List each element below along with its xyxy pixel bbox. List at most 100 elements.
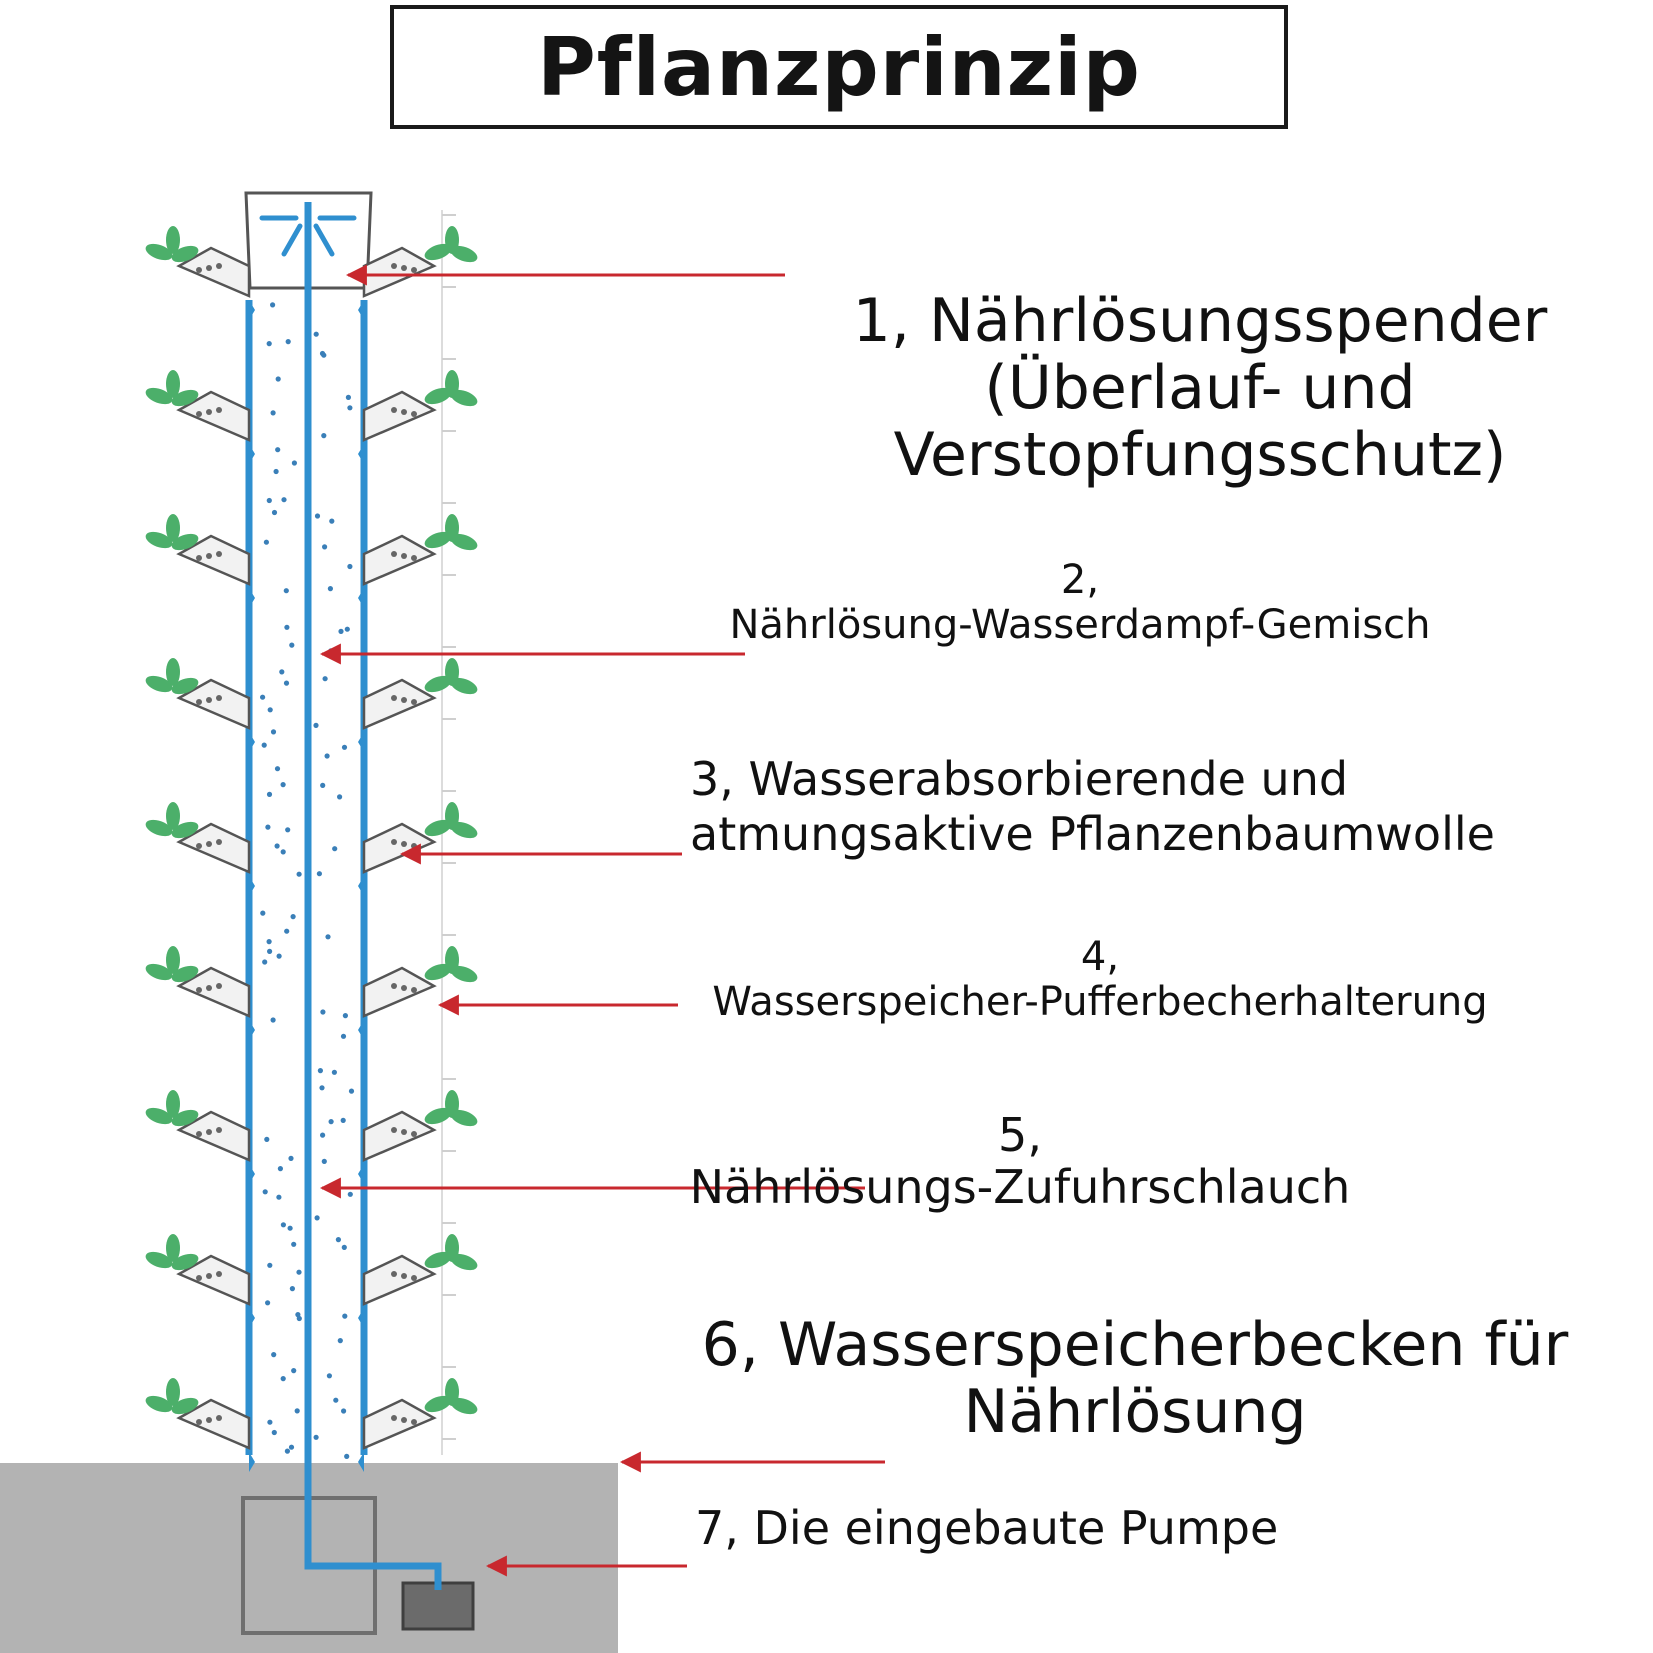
leaf	[450, 389, 478, 407]
plant-pod	[358, 1090, 478, 1184]
pod-cotton	[401, 841, 407, 847]
leaf	[424, 531, 452, 549]
drip-nozzle	[358, 444, 364, 464]
mist-dot	[271, 1429, 277, 1436]
plant-pod	[145, 1378, 255, 1472]
mist-dot	[322, 676, 328, 682]
drip-nozzle	[249, 1452, 255, 1472]
plant-pod	[145, 658, 255, 752]
mist-dot	[322, 544, 328, 550]
mist-dot	[262, 959, 268, 965]
leaf	[171, 1397, 199, 1415]
plant-pod	[358, 370, 478, 464]
mist-dot	[270, 1017, 276, 1023]
leaf	[145, 675, 173, 693]
pod-cotton	[391, 1271, 397, 1277]
pod-cotton	[391, 1127, 397, 1133]
pod-cotton	[411, 411, 417, 417]
mist-dot	[316, 871, 322, 877]
mist-dot	[289, 642, 295, 648]
pod-cotton	[391, 551, 397, 557]
mist-dot	[280, 1222, 286, 1228]
drip-nozzle	[249, 588, 255, 608]
mist-dot	[341, 744, 348, 750]
leaf	[450, 821, 478, 839]
mist-dot	[276, 953, 282, 959]
pod-cotton	[401, 409, 407, 415]
label-supply-hose: 5, Nährlösungs-Zufuhrschlauch	[660, 1109, 1380, 1213]
drip-nozzle	[249, 300, 255, 320]
label-mist-mixture: 2, Nährlösung-Wasserdampf-Gemisch	[700, 558, 1460, 648]
pod-cup	[176, 534, 251, 586]
label-nutrient-dispenser: 1, Nährlösungsspender (Überlauf- und Ver…	[760, 287, 1640, 490]
mist-dot	[317, 1068, 323, 1074]
mist-dot	[271, 509, 278, 516]
plant-pod	[358, 226, 478, 320]
leaf	[450, 677, 478, 695]
drip-nozzle	[358, 300, 364, 320]
mist-dot	[267, 1262, 273, 1268]
mist-dot	[329, 518, 335, 524]
leaf	[166, 658, 180, 686]
pod-cotton	[391, 263, 397, 269]
plant-pod	[358, 514, 478, 608]
mist-dot	[340, 1033, 347, 1039]
pod-cotton	[401, 985, 407, 991]
label-line: 3, Wasserabsorbierende und	[690, 752, 1349, 806]
leaf	[424, 819, 452, 837]
pod-cotton	[411, 555, 417, 561]
mist-dot	[314, 1215, 320, 1221]
pod-cotton	[206, 1129, 212, 1135]
mist-dot	[274, 843, 280, 849]
mist-dot	[338, 628, 344, 635]
label-line: 4,	[1080, 934, 1120, 980]
mist-dot	[320, 1009, 326, 1015]
pod-cotton	[206, 1417, 212, 1423]
leaf	[171, 1109, 199, 1127]
pod-cotton	[196, 267, 202, 273]
leaf	[166, 802, 180, 830]
label-line: Nährlösung-Wasserdampf-Gemisch	[729, 601, 1431, 648]
leaf	[424, 387, 452, 405]
pod-cotton	[401, 1273, 407, 1279]
pod-cup	[362, 246, 437, 298]
callout-arrows	[319, 264, 885, 1577]
mist-dot	[280, 1376, 286, 1382]
mist-dot	[260, 694, 266, 700]
pod-cup	[362, 822, 437, 874]
mist-dot	[285, 339, 291, 345]
pod-cup	[176, 1254, 251, 1306]
pod-cup	[362, 534, 437, 586]
mist-dot	[314, 513, 321, 519]
mist-dot	[320, 782, 326, 789]
plant-pod	[145, 514, 255, 608]
mist-dot	[313, 1434, 319, 1440]
mist-dot	[266, 341, 272, 347]
mist-dot	[279, 669, 285, 675]
mist-dot	[328, 1119, 334, 1125]
pod-cotton	[216, 1271, 222, 1277]
mist-dot	[321, 1158, 327, 1164]
pod-cotton	[391, 983, 397, 989]
pod-cup	[362, 1398, 437, 1450]
drip-nozzle	[358, 1164, 364, 1184]
pod-cotton	[206, 1273, 212, 1279]
mist-dot	[313, 331, 319, 337]
mist-dot	[283, 680, 290, 686]
label-line: atmungsaktive Pflanzenbaumwolle	[690, 807, 1495, 862]
ruler-ticks	[442, 214, 456, 1440]
plant-pods	[145, 226, 478, 1472]
pod-cotton	[216, 695, 222, 701]
mist-dot	[271, 1352, 277, 1358]
mist-dot	[294, 1408, 300, 1414]
mist-dot	[344, 626, 350, 632]
plant-pod	[145, 1234, 255, 1328]
pod-cotton	[216, 983, 222, 989]
label-line: 6, Wasserspeicherbecken für	[701, 1310, 1569, 1380]
mist-dot	[324, 753, 330, 759]
leaf	[450, 1253, 478, 1271]
mist-dot	[261, 742, 267, 748]
drip-nozzle	[249, 1308, 255, 1328]
mist-dot	[267, 707, 273, 713]
